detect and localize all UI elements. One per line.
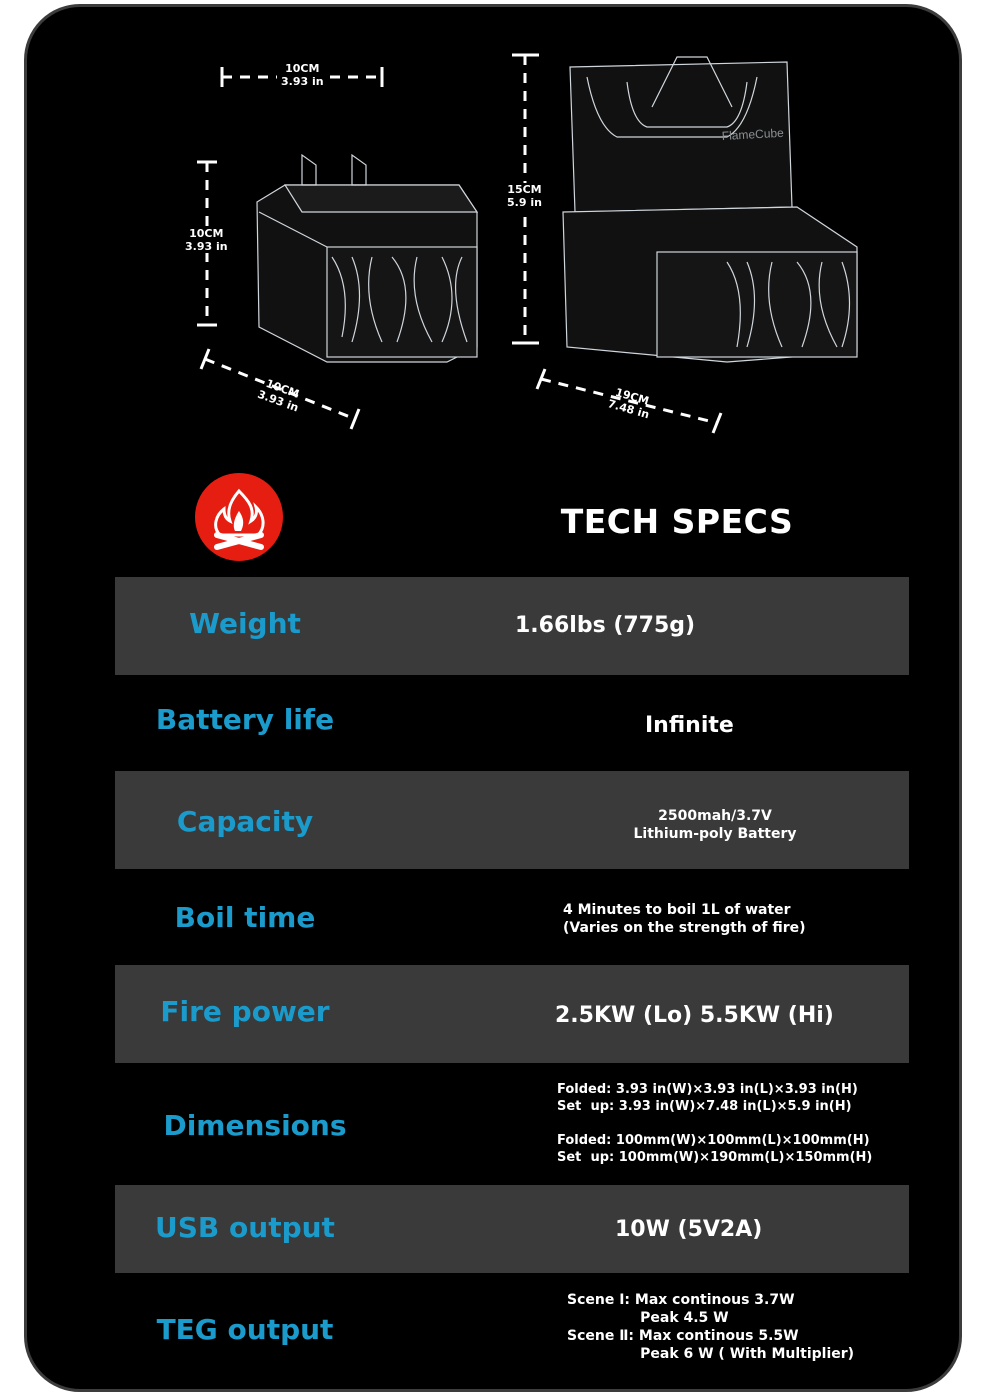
spec-value: 1.66lbs (775g)	[515, 613, 696, 638]
spec-label: Capacity	[176, 805, 314, 838]
folded-cube-drawing	[256, 153, 479, 363]
spec-card: FlameCube 10CM 3.93 in 10CM 3.93 in 10CM…	[24, 4, 962, 1392]
spec-row-fire-power: Fire power 2.5KW (Lo) 5.5KW (Hi)	[115, 965, 909, 1063]
spec-value: 10W (5V2A)	[615, 1217, 763, 1242]
folded-width-label: 10CM 3.93 in	[277, 62, 328, 88]
spec-row-teg-output: TEG output Scene Ⅰ: Max continous 3.7W P…	[115, 1273, 909, 1383]
spec-label: TEG output	[156, 1313, 334, 1346]
spec-value: Folded: 3.93 in(W)×3.93 in(L)×3.93 in(H)…	[557, 1082, 873, 1165]
spec-row-boil-time: Boil time 4 Minutes to boil 1L of water …	[115, 869, 909, 965]
folded-height-label: 10CM 3.93 in	[185, 227, 228, 253]
product-illustration: FlameCube	[197, 53, 858, 434]
setup-height-label: 15CM 5.9 in	[507, 183, 542, 209]
spec-label: Battery life	[155, 703, 335, 736]
setup-stove-drawing	[562, 56, 858, 363]
spec-row-weight: Weight 1.66lbs (775g)	[115, 577, 909, 675]
spec-row-battery-life: Battery life Infinite	[115, 675, 909, 771]
spec-label: Fire power	[160, 995, 330, 1028]
spec-label: Weight	[189, 607, 301, 640]
spec-label: USB output	[155, 1211, 335, 1244]
dimension-caps	[197, 53, 723, 434]
spec-row-usb-output: USB output 10W (5V2A)	[115, 1185, 909, 1273]
spec-value: 4 Minutes to boil 1L of water (Varies on…	[563, 902, 806, 936]
spec-label: Boil time	[174, 901, 316, 934]
campfire-icon	[195, 473, 283, 561]
page-title: TECH SPECS	[560, 502, 794, 541]
spec-value: 2.5KW (Lo) 5.5KW (Hi)	[555, 1003, 834, 1028]
spec-row-dimensions: Dimensions Folded: 3.93 in(W)×3.93 in(L)…	[115, 1063, 909, 1185]
spec-value: Scene Ⅰ: Max continous 3.7W Peak 4.5 W S…	[567, 1292, 855, 1362]
spec-value: 2500mah/3.7V Lithium-poly Battery	[633, 808, 797, 842]
brand-mark: FlameCube	[721, 126, 784, 143]
spec-row-capacity: Capacity 2500mah/3.7V Lithium-poly Batte…	[115, 771, 909, 869]
spec-label: Dimensions	[163, 1109, 347, 1142]
spec-value: Infinite	[645, 713, 734, 738]
